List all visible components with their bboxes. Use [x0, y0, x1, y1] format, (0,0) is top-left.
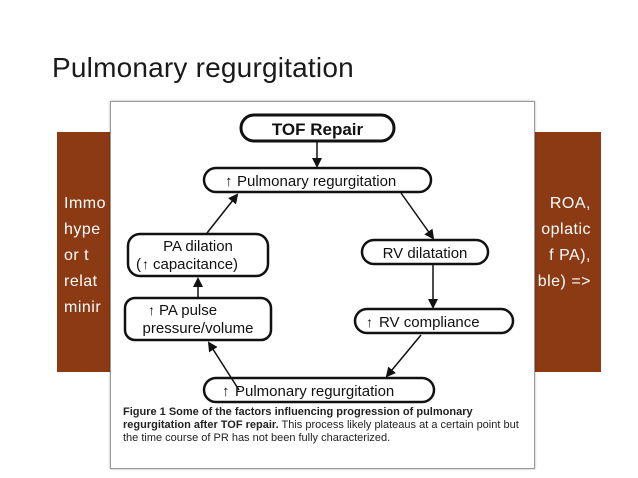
figure-caption: Figure 1 Some of the factors influencing… [123, 406, 527, 445]
pa-dilation-box [126, 232, 270, 278]
rv-compliance-up-arrow-icon: ↑ [366, 314, 373, 330]
arrow-pr-to-rv-dilatation [400, 192, 435, 240]
rv-dilatation-label: RV dilatation [383, 245, 468, 262]
content-line-4-left: relat [64, 273, 98, 290]
rv-dilatation-box [360, 238, 490, 266]
pr-bottom-up-arrow-icon: ↑ [222, 383, 230, 400]
pa-dilation-label: PA dilation [163, 238, 233, 255]
pa-pulse-up-arrow-icon: ↑ [148, 302, 155, 318]
capacitance-up-arrow-icon: ↑ [142, 256, 149, 272]
arrow-compliance-to-pr [385, 334, 422, 378]
rv-compliance-box [353, 307, 515, 335]
pressure-volume-label: pressure/volume [143, 320, 254, 337]
content-line-1-left: Immo [64, 195, 106, 212]
tof-repair-box [239, 113, 396, 143]
arrow-pr-to-pa-pulse [207, 341, 240, 391]
caption-rest-text: This process likely plateaus at a certai… [123, 419, 519, 444]
flow-diagram: TOF Repair ↑ Pulmonary regurgitation PA … [123, 113, 515, 404]
content-line-1-right: ROA, [549, 195, 591, 212]
content-line-5-left: minir [64, 299, 102, 316]
pr-bottom-box [202, 376, 436, 404]
tof-repair-label: TOF Repair [272, 120, 364, 139]
content-line-2-left: hype [64, 221, 101, 238]
tof-figure: TOF Repair ↑ Pulmonary regurgitation PA … [110, 101, 535, 469]
pr-bottom-label: Pulmonary regurgitation [235, 383, 394, 400]
content-line-3-left: or t [64, 247, 90, 264]
pa-pulse-label: PA pulse [159, 302, 217, 319]
content-line-3-right: f PA), [549, 247, 591, 264]
arrow-dilation-to-pr [206, 193, 239, 234]
content-line-2-right: oplatic [541, 221, 591, 238]
content-line-4-right: ble) => [537, 273, 591, 290]
slide-title: Pulmonary regurgitation [52, 52, 354, 83]
pr-top-up-arrow-icon: ↑ [225, 173, 233, 190]
caption-bold-text: Figure 1 Some of the factors influencing… [123, 406, 473, 431]
rv-compliance-label: RV compliance [379, 314, 480, 331]
pr-top-box [202, 166, 433, 194]
pa-dilation-paren: ( [136, 256, 141, 273]
capacitance-label: capacitance) [153, 256, 238, 273]
pr-top-label: Pulmonary regurgitation [237, 173, 396, 190]
